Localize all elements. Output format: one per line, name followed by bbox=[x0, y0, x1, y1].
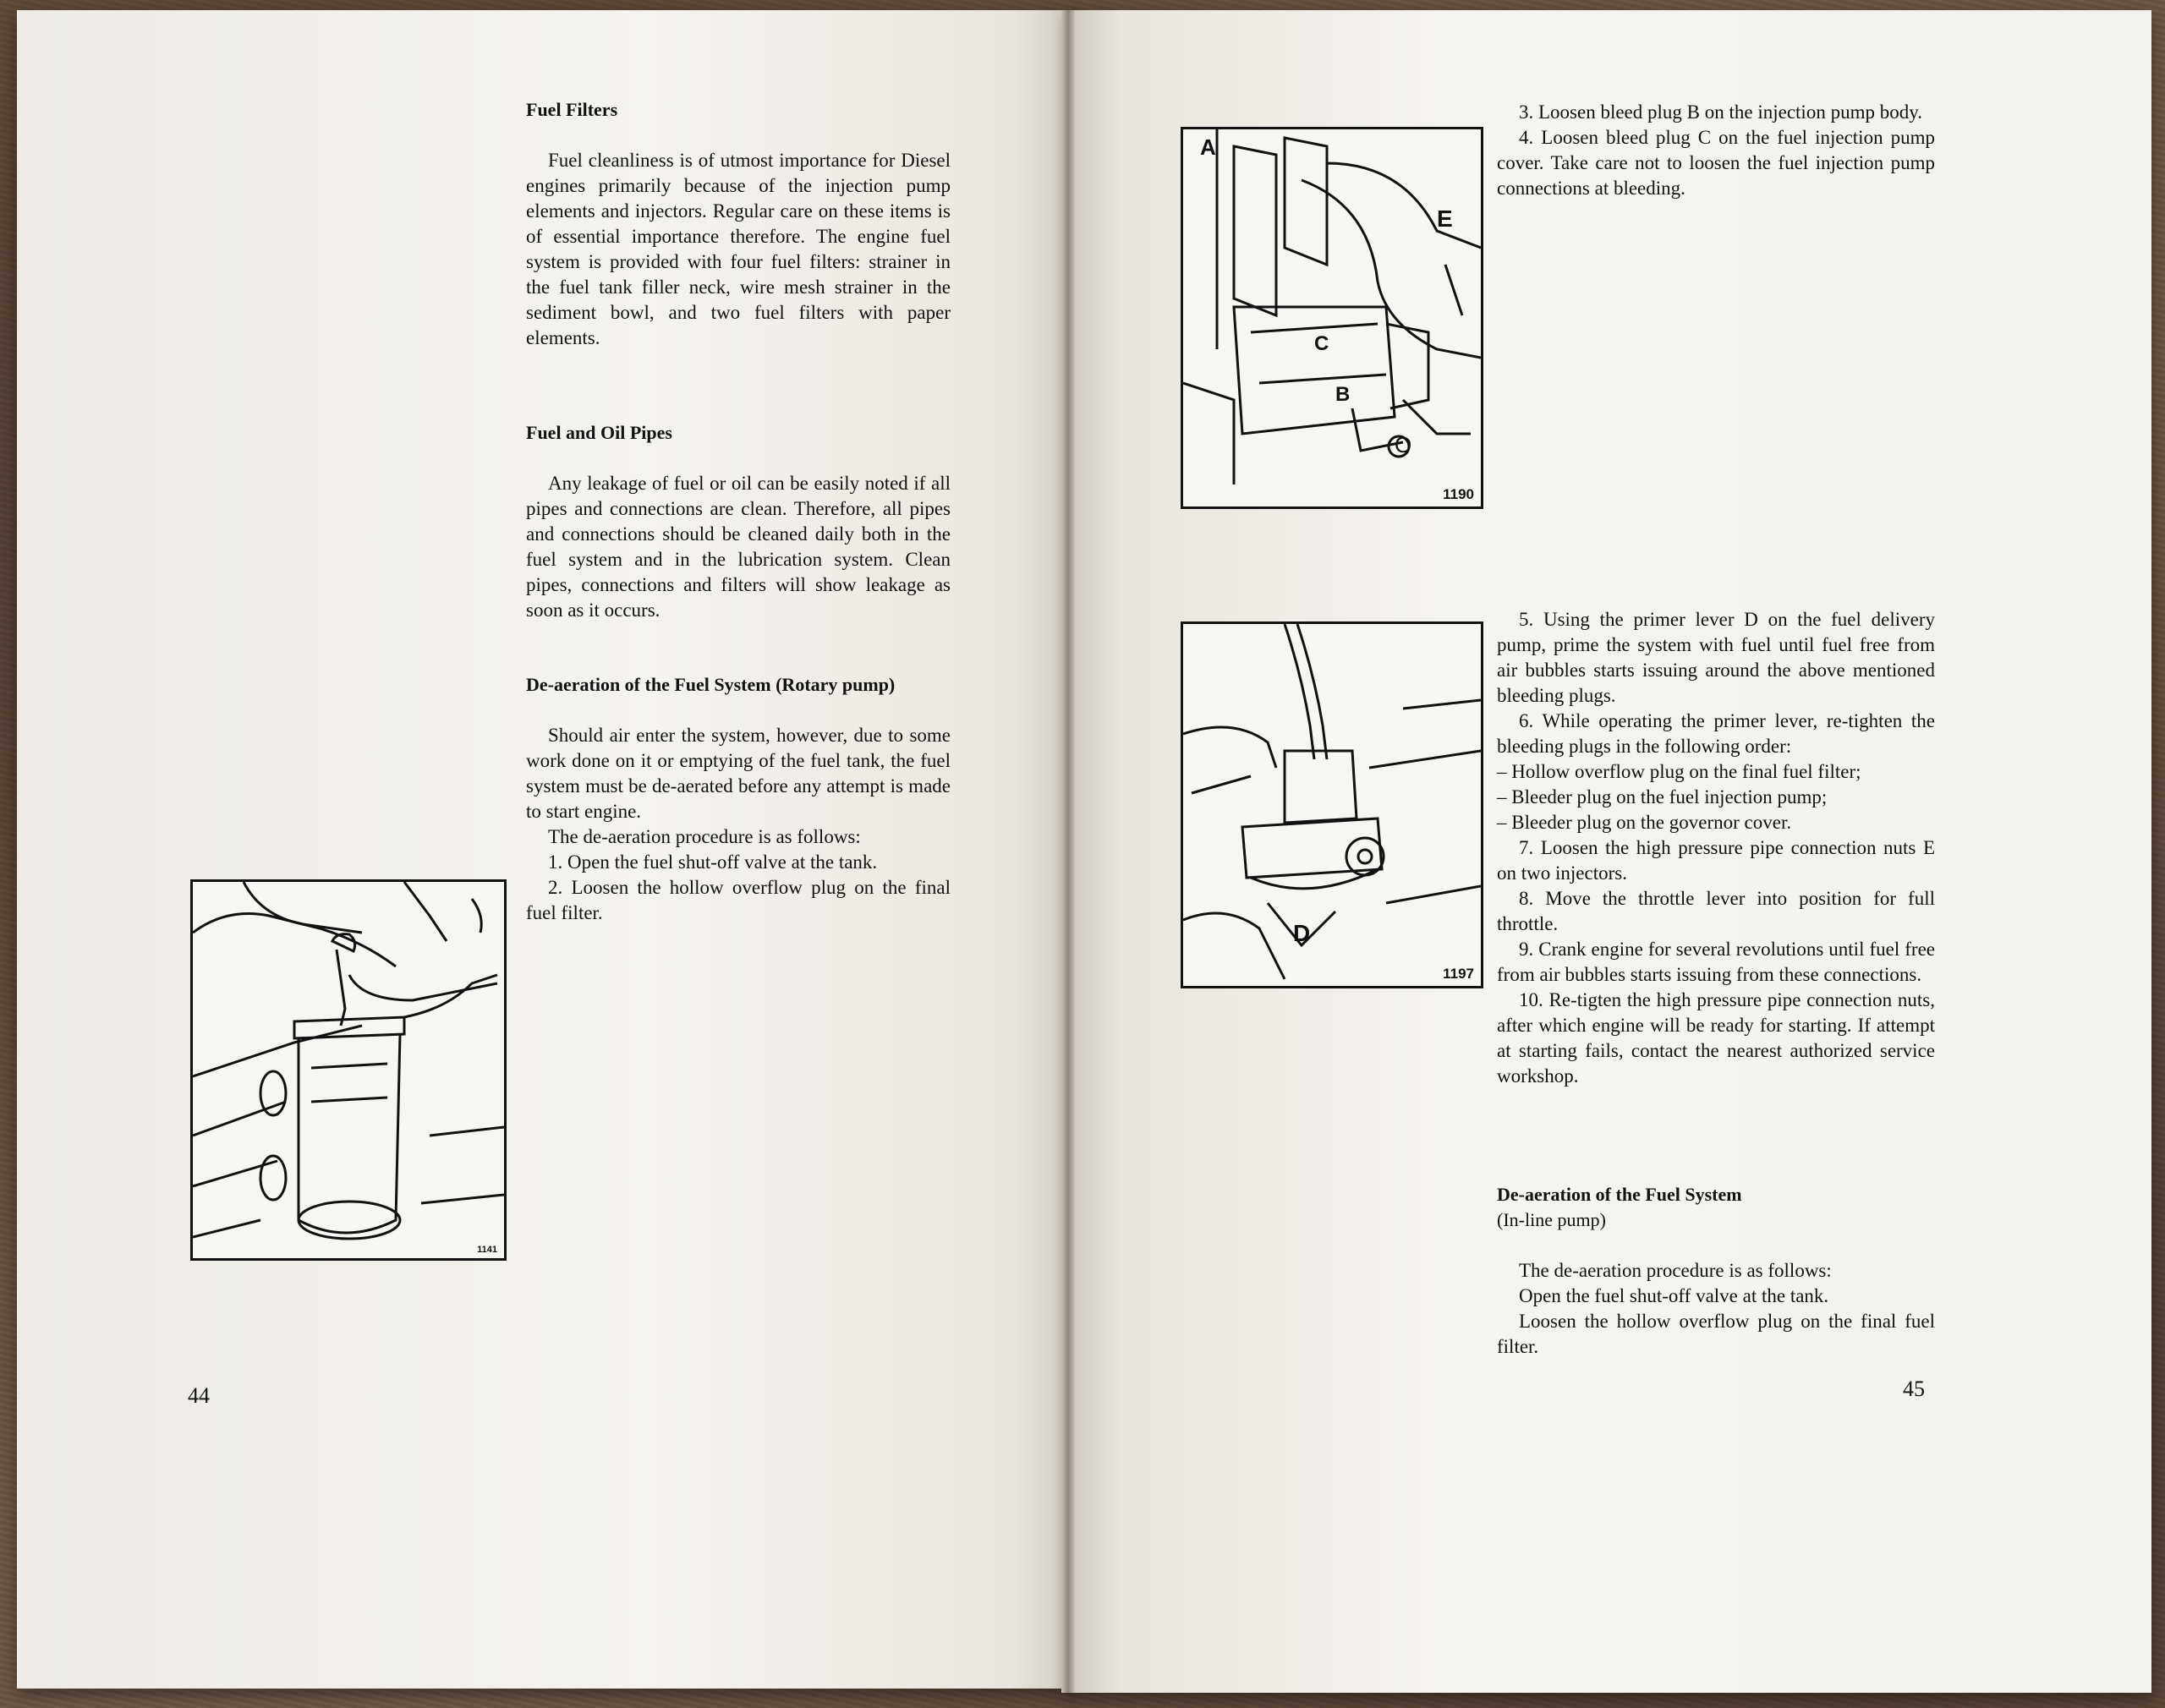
injection-pump-illustration-icon: A B C E O 1190 bbox=[1181, 127, 1483, 509]
step-3: 3. Loosen bleed plug B on the injection … bbox=[1519, 101, 1922, 123]
paragraph-deaeration-intro: Should air enter the system, however, du… bbox=[526, 725, 951, 822]
paragraph-fuel-oil-pipes: Any leakage of fuel or oil can be easily… bbox=[526, 473, 951, 621]
fuel-filter-illustration-icon: 1141 bbox=[190, 879, 507, 1261]
inline-step-loosen-plug: Loosen the hollow overflow plug on the f… bbox=[1497, 1311, 1935, 1357]
heading-deaeration-inline-sub: (In-line pump) bbox=[1497, 1209, 1606, 1230]
right-page-text-middle: 5. Using the primer lever D on the fuel … bbox=[1497, 607, 1935, 1089]
step-7: 7. Loosen the high pressure pipe connect… bbox=[1497, 837, 1935, 884]
fuel-filter-drawing bbox=[193, 882, 504, 1240]
step-8: 8. Move the throttle lever into position… bbox=[1497, 888, 1935, 934]
figure-number: 1190 bbox=[1443, 486, 1474, 502]
callout-c: C bbox=[1314, 332, 1329, 355]
step-1: 1. Open the fuel shut-off valve at the t… bbox=[548, 851, 878, 873]
paragraph-procedure: The de-aeration procedure is as follows: bbox=[548, 826, 861, 847]
step-2: 2. Loosen the hollow overflow plug on th… bbox=[526, 877, 951, 923]
heading-fuel-filters: Fuel Filters bbox=[526, 99, 618, 120]
callout-o: O bbox=[1395, 432, 1412, 457]
order-item-1: – Hollow overflow plug on the final fuel… bbox=[1497, 761, 1861, 782]
page-number-left: 44 bbox=[188, 1383, 210, 1408]
paragraph-fuel-filters: Fuel cleanliness is of utmost importance… bbox=[526, 150, 951, 348]
heading-deaeration-rotary: De-aeration of the Fuel System (Rotary p… bbox=[526, 674, 896, 695]
order-item-2: – Bleeder plug on the fuel injection pum… bbox=[1497, 786, 1828, 807]
page-number-right: 45 bbox=[1903, 1377, 1925, 1401]
figure-number: 1141 bbox=[477, 1245, 497, 1255]
callout-a: A bbox=[1200, 134, 1216, 160]
order-item-3: – Bleeder plug on the governor cover. bbox=[1497, 812, 1792, 833]
heading-fuel-oil-pipes: Fuel and Oil Pipes bbox=[526, 422, 672, 443]
inline-procedure: The de-aeration procedure is as follows: bbox=[1519, 1260, 1832, 1281]
callout-b: B bbox=[1335, 383, 1351, 406]
step-4: 4. Loosen bleed plug C on the fuel injec… bbox=[1497, 127, 1935, 199]
injection-pump-drawing bbox=[1183, 129, 1481, 484]
right-page-text-bottom: De-aeration of the Fuel System (In-line … bbox=[1497, 1182, 1935, 1360]
step-10: 10. Re-tigten the high pressure pipe con… bbox=[1497, 989, 1935, 1087]
left-page-text: Fuel Filters Fuel cleanliness is of utmo… bbox=[526, 97, 951, 926]
step-9: 9. Crank engine for several revolutions … bbox=[1497, 939, 1935, 985]
right-page-text-top: 3. Loosen bleed plug B on the injection … bbox=[1497, 100, 1935, 201]
callout-d: D bbox=[1293, 920, 1311, 946]
heading-deaeration-inline: De-aeration of the Fuel System bbox=[1497, 1184, 1742, 1205]
step-5: 5. Using the primer lever D on the fuel … bbox=[1497, 609, 1935, 706]
fuel-delivery-pump-illustration-icon: D 1197 bbox=[1181, 621, 1483, 988]
step-6: 6. While operating the primer lever, re-… bbox=[1497, 710, 1935, 757]
book-gutter bbox=[1061, 10, 1075, 1693]
inline-step-open-valve: Open the fuel shut-off valve at the tank… bbox=[1519, 1285, 1829, 1306]
figure-number: 1197 bbox=[1443, 966, 1474, 982]
left-page bbox=[17, 10, 1074, 1689]
callout-e: E bbox=[1437, 205, 1453, 232]
fuel-delivery-pump-drawing bbox=[1183, 624, 1481, 980]
